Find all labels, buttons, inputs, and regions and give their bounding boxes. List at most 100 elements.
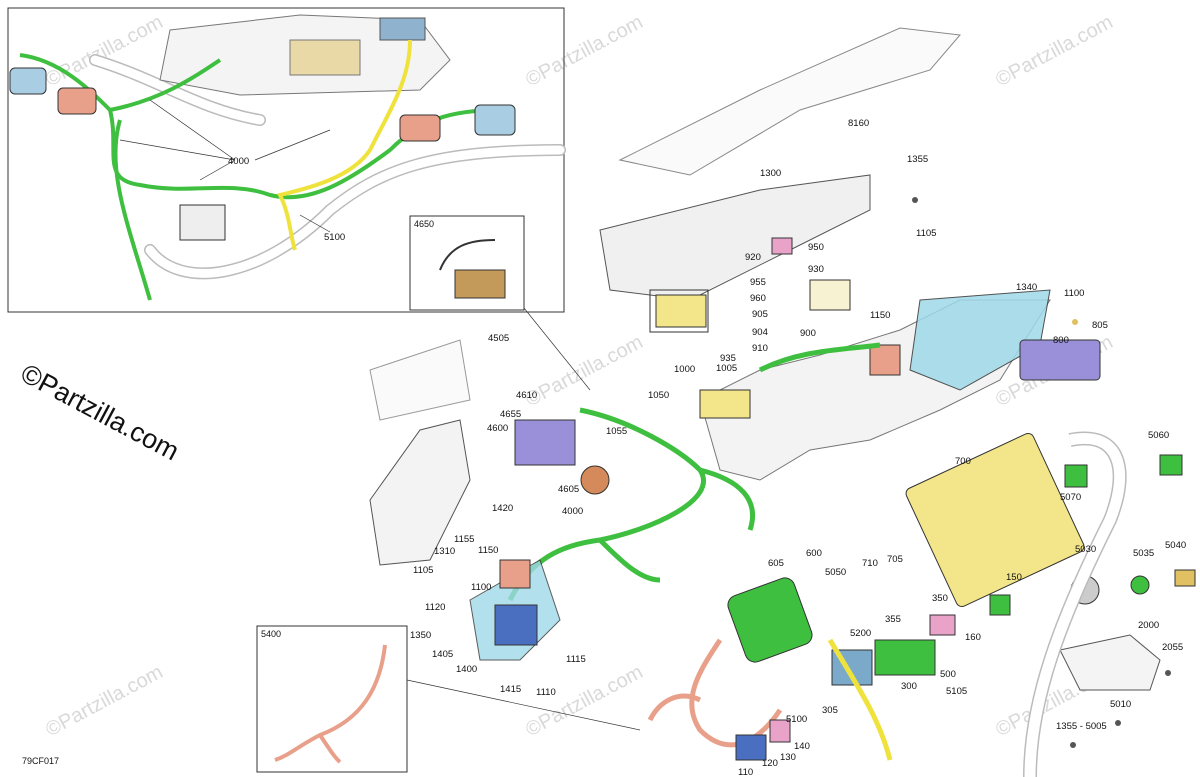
callout[interactable]: 5100 (786, 714, 807, 725)
callout[interactable]: 1100 (471, 582, 491, 593)
connector-150 (989, 594, 1011, 616)
inset-5400-label: 5400 (261, 629, 281, 639)
callout[interactable]: 4655 (500, 409, 521, 420)
callout[interactable]: 950 (808, 242, 824, 253)
callout[interactable]: 1115 (566, 654, 586, 665)
callout[interactable]: 1300 (760, 168, 781, 179)
callout[interactable]: 700 (955, 456, 971, 467)
ecu-800 (1019, 339, 1101, 381)
connector-1150 (869, 344, 901, 376)
callout[interactable]: 8160 (848, 118, 869, 129)
callout[interactable]: 905 (752, 309, 768, 320)
callout[interactable]: 1110 (536, 687, 556, 698)
fastener (1070, 742, 1076, 748)
callout[interactable]: 1310 (434, 546, 455, 557)
callout[interactable]: 305 (822, 705, 838, 716)
connector-salmon (399, 114, 441, 142)
motor-1400 (494, 604, 538, 646)
callout[interactable]: 1100 (1064, 288, 1084, 299)
callout[interactable]: 920 (745, 252, 761, 263)
callout[interactable]: 1150 (870, 310, 890, 321)
callout[interactable]: 1420 (492, 503, 513, 514)
connector-left (9, 67, 47, 95)
callout[interactable]: 5035 (1133, 548, 1154, 559)
callout[interactable]: 120 (762, 758, 778, 769)
harness-salmon (647, 638, 783, 748)
callout[interactable]: 355 (885, 614, 901, 625)
callout[interactable]: 1355 - 5005 (1056, 721, 1107, 732)
dash-panel-1300 (599, 174, 871, 301)
callout[interactable]: 130 (780, 752, 796, 763)
connector-right (474, 104, 516, 136)
callout[interactable]: 910 (752, 343, 768, 354)
main-inset-frame (7, 7, 565, 313)
callout[interactable]: 1105 (413, 565, 433, 576)
callout[interactable]: 1400 (456, 664, 477, 675)
callout[interactable]: 1000 (674, 364, 695, 375)
callout[interactable]: 5200 (850, 628, 871, 639)
callout[interactable]: 1005 (716, 363, 737, 374)
connector-110 (735, 734, 767, 761)
part-4605 (580, 465, 610, 495)
callout[interactable]: 1055 (606, 426, 627, 437)
side-panel-1310 (369, 419, 471, 566)
callout[interactable]: 900 (800, 328, 816, 339)
callout[interactable]: 5030 (1075, 544, 1096, 555)
callout[interactable]: 5010 (1110, 699, 1131, 710)
callout[interactable]: 935 (720, 353, 736, 364)
fuse-950 (771, 237, 793, 255)
callout[interactable]: 960 (750, 293, 766, 304)
callout[interactable]: 150 (1006, 572, 1022, 583)
cable (439, 239, 496, 271)
connector-140 (769, 719, 791, 743)
leader-lines (119, 99, 331, 233)
callout[interactable]: 805 (1092, 320, 1108, 331)
callout[interactable]: 930 (808, 264, 824, 275)
callout[interactable]: 1415 (500, 684, 521, 695)
fusebox-500 (874, 639, 936, 676)
callout[interactable]: 110 (738, 767, 753, 777)
callout[interactable]: 600 (806, 548, 822, 559)
callout[interactable]: 5100 (324, 232, 345, 243)
callout[interactable]: 4610 (516, 390, 537, 401)
callout[interactable]: 4000 (228, 156, 249, 167)
callout[interactable]: 160 (965, 632, 981, 643)
callout[interactable]: 1405 (432, 649, 453, 660)
callout[interactable]: 5050 (825, 567, 846, 578)
callout[interactable]: 1050 (648, 390, 669, 401)
callout[interactable]: 1350 (410, 630, 431, 641)
callout[interactable]: 955 (750, 277, 766, 288)
callout[interactable]: 1150 (478, 545, 498, 556)
frame-tube-right-inner (1024, 433, 1126, 777)
callout[interactable]: 4505 (488, 333, 509, 344)
inset-leader (523, 307, 591, 391)
module-1050 (699, 389, 751, 419)
display-700 (905, 432, 1085, 608)
callout[interactable]: 4600 (487, 423, 508, 434)
callout[interactable]: 605 (768, 558, 784, 569)
callout[interactable]: 1155 (454, 534, 474, 545)
callout[interactable]: 904 (752, 327, 768, 338)
callout[interactable]: 1355 (907, 154, 928, 165)
battery-600 (727, 577, 813, 663)
callout[interactable]: 4000 (562, 506, 583, 517)
callout[interactable]: 5040 (1165, 540, 1186, 551)
callout[interactable]: 350 (932, 593, 948, 604)
callout[interactable]: 2000 (1138, 620, 1159, 631)
fastener (1072, 319, 1078, 325)
callout[interactable]: 5060 (1148, 430, 1169, 441)
callout[interactable]: 2055 (1162, 642, 1183, 653)
callout[interactable]: 500 (940, 669, 956, 680)
callout[interactable]: 1120 (425, 602, 445, 613)
callout[interactable]: 1105 (916, 228, 936, 239)
callout[interactable]: 710 (862, 558, 878, 569)
callout[interactable]: 1340 (1016, 282, 1037, 293)
callout[interactable]: 300 (901, 681, 917, 692)
callout[interactable]: 705 (887, 554, 903, 565)
callout[interactable]: 140 (794, 741, 810, 752)
callout[interactable]: 800 (1053, 335, 1069, 346)
callout[interactable]: 5070 (1060, 492, 1081, 503)
callout[interactable]: 4605 (558, 484, 579, 495)
callout[interactable]: 5105 (946, 686, 967, 697)
